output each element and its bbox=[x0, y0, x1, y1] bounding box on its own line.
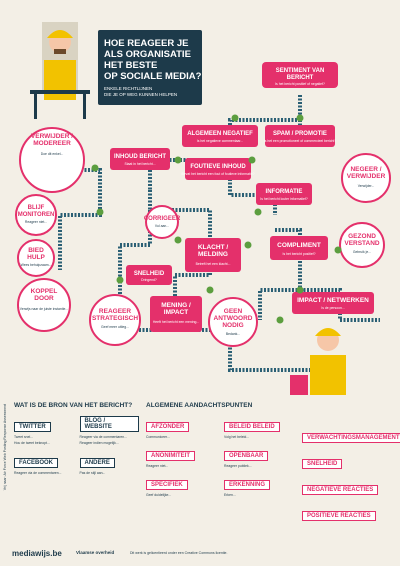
svg-text:ALGEMEEN NEGATIEF: ALGEMEEN NEGATIEF bbox=[187, 131, 253, 137]
node-geen-antwoord: GEEN ANTWOORD NODIG Bedank... bbox=[208, 297, 258, 347]
svg-text:Betreft het een klacht...: Betreft het een klacht... bbox=[196, 262, 231, 266]
source-column: WAT IS DE BRON VAN HET BERICHT? TWITTER … bbox=[14, 402, 139, 476]
node-blijf-monitoren: BLIJF MONITOREN Reageer niet... bbox=[15, 194, 57, 236]
svg-text:Is de persoon...: Is de persoon... bbox=[321, 306, 344, 310]
node-bied-hulp: BIED HULP Wees behulpzaam... bbox=[17, 239, 55, 277]
svg-text:Gebruik je...: Gebruik je... bbox=[353, 250, 371, 254]
general-heading: ALGEMENE AANDACHTSPUNTEN bbox=[146, 402, 253, 409]
svg-text:INHOUD BERICHT: INHOUD BERICHT bbox=[114, 154, 166, 160]
svg-text:VERWIJDER /: VERWIJDER / bbox=[31, 133, 73, 140]
svg-text:FOUTIEVE INHOUD: FOUTIEVE INHOUD bbox=[190, 164, 246, 170]
footer: mediawijs.be Vlaamse overheid Dit werk i… bbox=[0, 545, 400, 566]
node-sentiment: SENTIMENT VAN BERICHT Is het bericht pos… bbox=[262, 62, 338, 88]
svg-text:KOPPEL: KOPPEL bbox=[31, 288, 58, 295]
node-koppel-door: KOPPEL DOOR Verwijs naar de juiste insta… bbox=[17, 278, 71, 332]
worker-illustration-top bbox=[30, 22, 90, 119]
svg-text:Doe dit enkel...: Doe dit enkel... bbox=[41, 152, 64, 156]
svg-text:Vul aan...: Vul aan... bbox=[155, 224, 169, 228]
title-line3: HET BESTE bbox=[104, 60, 157, 71]
twitter-label: TWITTER bbox=[14, 422, 51, 432]
svg-text:SPAM / PROMOTIE: SPAM / PROMOTIE bbox=[273, 131, 327, 137]
svg-text:Is het negatieve commentaar...: Is het negatieve commentaar... bbox=[197, 139, 243, 143]
node-klacht: KLACHT / MELDING Betreft het een klacht.… bbox=[185, 238, 241, 272]
partner-logo: Vlaamse overheid bbox=[76, 550, 115, 555]
svg-text:STRATEGISCH: STRATEGISCH bbox=[92, 315, 138, 322]
svg-text:MENING /: MENING / bbox=[161, 302, 191, 309]
credit-note: Vrij naar: Air Force Web Posting Respons… bbox=[3, 404, 7, 491]
svg-text:Verwijs naar de juiste instant: Verwijs naar de juiste instantie... bbox=[20, 307, 68, 311]
svg-text:KLACHT /: KLACHT / bbox=[198, 244, 229, 251]
bottom-section: WAT IS DE BRON VAN HET BERICHT? TWITTER … bbox=[0, 396, 400, 566]
subtitle-line1: ENKELE RICHTLIJNEN bbox=[104, 86, 152, 91]
node-foutieve-inhoud: FOUTIEVE INHOUD Bevat het bericht een fo… bbox=[182, 158, 255, 180]
svg-text:BLIJF: BLIJF bbox=[28, 205, 45, 211]
svg-text:Verwijder...: Verwijder... bbox=[358, 184, 375, 188]
svg-text:VERWIJDER: VERWIJDER bbox=[347, 173, 386, 180]
svg-text:CORRIGEER: CORRIGEER bbox=[144, 216, 181, 222]
node-negeer-verwijder: NEGEER / VERWIJDER Verwijder... bbox=[341, 153, 391, 203]
brand-logo: mediawijs.be bbox=[12, 549, 62, 558]
svg-text:Is het bericht positief?: Is het bericht positief? bbox=[283, 252, 316, 256]
title-line4: OP SOCIALE MEDIA? bbox=[104, 71, 202, 82]
svg-text:GEZOND: GEZOND bbox=[348, 233, 376, 240]
node-gezond-verstand: GEZOND VERSTAND Gebruik je... bbox=[339, 222, 385, 268]
flowchart: HOE REAGEER JE ALS ORGANISATIE HET BESTE… bbox=[15, 22, 391, 395]
svg-text:IMPACT / NETWERKEN: IMPACT / NETWERKEN bbox=[297, 297, 369, 304]
svg-text:NODIG: NODIG bbox=[222, 322, 243, 329]
worker-illustration-bottom bbox=[290, 328, 346, 395]
node-snelheid: SNELHEID Dringend? bbox=[126, 265, 172, 285]
source-heading: WAT IS DE BRON VAN HET BERICHT? bbox=[14, 402, 133, 409]
node-corrigeer: CORRIGEER Vul aan... bbox=[144, 205, 181, 239]
title-line2: ALS ORGANISATIE bbox=[104, 49, 191, 60]
svg-text:SENTIMENT VAN: SENTIMENT VAN bbox=[276, 68, 325, 74]
node-reageer-strategisch: REAGEER STRATEGISCH Geef meer uitleg... bbox=[89, 294, 141, 346]
svg-text:BIED: BIED bbox=[28, 247, 44, 254]
svg-text:BERICHT: BERICHT bbox=[287, 75, 314, 81]
title-block: HOE REAGEER JE ALS ORGANISATIE HET BESTE… bbox=[98, 30, 202, 105]
svg-text:Staat in het bericht...: Staat in het bericht... bbox=[124, 162, 155, 166]
svg-text:MELDING: MELDING bbox=[198, 251, 228, 258]
node-inhoud: INHOUD BERICHT Staat in het bericht... bbox=[110, 148, 170, 170]
node-informatie: INFORMATIE Is het bericht louter informa… bbox=[256, 183, 312, 205]
footer-note: Dit werk is gelicentieerd onder een Crea… bbox=[130, 551, 228, 555]
svg-text:HULP: HULP bbox=[27, 254, 45, 261]
svg-text:Is het bericht positief of neg: Is het bericht positief of negatief? bbox=[275, 82, 325, 86]
svg-text:COMPLIMENT: COMPLIMENT bbox=[277, 242, 321, 249]
node-mening: MENING / IMPACT Heeft het bericht een me… bbox=[150, 296, 202, 332]
facebook-label: FACEBOOK bbox=[14, 458, 59, 469]
svg-text:DOOR: DOOR bbox=[34, 295, 54, 302]
svg-text:MODEREER: MODEREER bbox=[33, 140, 71, 147]
svg-text:MONITOREN: MONITOREN bbox=[18, 212, 55, 218]
svg-text:REAGEER: REAGEER bbox=[99, 308, 131, 315]
svg-text:Wees behulpzaam...: Wees behulpzaam... bbox=[21, 263, 52, 267]
check-markers bbox=[91, 114, 342, 324]
subtitle-line2: DIE JE OP WEG KUNNEN HELPEN bbox=[104, 92, 177, 97]
svg-text:Dringend?: Dringend? bbox=[141, 278, 157, 282]
svg-text:Is het bericht louter informat: Is het bericht louter informatief? bbox=[260, 197, 308, 201]
svg-text:Geef meer uitleg...: Geef meer uitleg... bbox=[101, 325, 129, 329]
expectation-column: VERWACHTINGSMANAGEMENT SNELHEID NEGATIEV… bbox=[302, 426, 400, 522]
svg-text:Reageer niet...: Reageer niet... bbox=[25, 220, 47, 224]
svg-text:ANTWOORD: ANTWOORD bbox=[214, 315, 253, 322]
node-compliment: COMPLIMENT Is het bericht positief? bbox=[270, 236, 328, 260]
general-column: ALGEMENE AANDACHTSPUNTEN AFZONDER Commun… bbox=[146, 402, 296, 498]
svg-text:Is het een promotioneel of com: Is het een promotioneel of commercieel b… bbox=[264, 139, 336, 143]
svg-text:INFORMATIE: INFORMATIE bbox=[266, 189, 303, 195]
svg-text:VERSTAND: VERSTAND bbox=[344, 240, 380, 247]
blog-label: BLOG / WEBSITE bbox=[79, 416, 139, 432]
title-line1: HOE REAGEER JE bbox=[104, 38, 188, 49]
svg-text:Bedank...: Bedank... bbox=[226, 332, 240, 336]
svg-text:SNELHEID: SNELHEID bbox=[134, 271, 165, 277]
node-spam: SPAM / PROMOTIE Is het een promotioneel … bbox=[264, 125, 336, 147]
svg-text:Bevat het bericht een fout of: Bevat het bericht een fout of foutieve i… bbox=[182, 172, 255, 176]
node-verwijder-modereer: VERWIJDER / MODEREER Doe dit enkel... bbox=[19, 127, 85, 193]
svg-text:GEEN: GEEN bbox=[224, 308, 243, 315]
svg-text:IMPACT: IMPACT bbox=[164, 309, 188, 316]
svg-text:Heeft het bericht een mening..: Heeft het bericht een mening... bbox=[153, 320, 199, 324]
andere-label: ANDERE bbox=[79, 458, 115, 469]
node-impact-netwerken: IMPACT / NETWERKEN Is de persoon... bbox=[292, 292, 374, 314]
node-algemeen-negatief: ALGEMEEN NEGATIEF Is het negatieve comme… bbox=[182, 125, 258, 147]
svg-text:NEGEER /: NEGEER / bbox=[350, 166, 381, 173]
